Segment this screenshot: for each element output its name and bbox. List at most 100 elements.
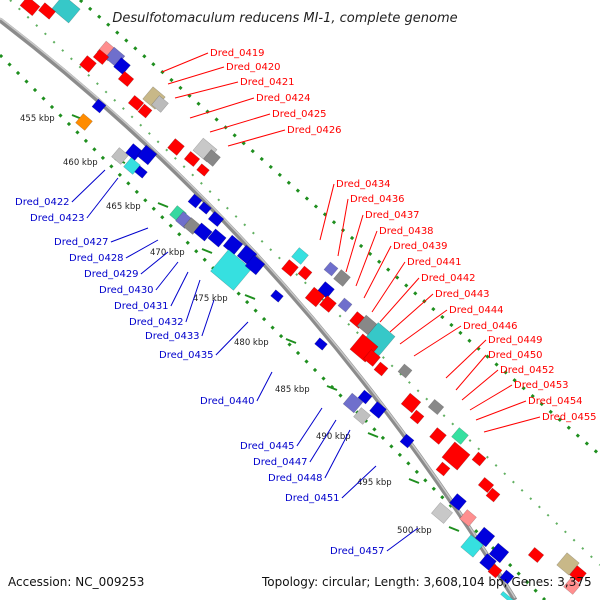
forward-gene-label[interactable]: Dred_0443 [435, 289, 490, 300]
forward-gene-label[interactable]: Dred_0452 [500, 365, 555, 376]
gene-glyph[interactable] [369, 401, 387, 419]
reverse-gene-label[interactable]: Dred_0423 [30, 213, 85, 224]
gene-glyph[interactable] [113, 57, 131, 75]
gene-glyph[interactable] [281, 259, 299, 277]
reverse-gene-label[interactable]: Dred_0427 [54, 237, 109, 248]
gene-glyph[interactable] [441, 441, 471, 471]
forward-gene-label[interactable]: Dred_0421 [240, 77, 295, 88]
forward-gene-label[interactable]: Dred_0442 [421, 273, 476, 284]
gene-glyph[interactable] [92, 48, 110, 66]
gene-glyph[interactable] [244, 254, 266, 276]
gene-glyph[interactable] [151, 95, 169, 113]
gene-glyph[interactable] [397, 363, 413, 379]
forward-gene-label[interactable]: Dred_0419 [210, 48, 265, 59]
reverse-gene-label[interactable]: Dred_0428 [69, 253, 124, 264]
forward-gene-label[interactable]: Dred_0425 [272, 109, 327, 120]
gene-glyph[interactable] [187, 193, 203, 209]
gene-glyph[interactable] [207, 228, 227, 248]
forward-gene-label[interactable]: Dred_0453 [514, 380, 569, 391]
gene-glyph[interactable] [429, 427, 447, 445]
gene-glyph[interactable] [471, 451, 487, 467]
gene-glyph[interactable] [353, 407, 371, 425]
forward-gene-label[interactable]: Dred_0437 [365, 210, 420, 221]
reverse-gene-label[interactable]: Dred_0451 [285, 493, 340, 504]
gene-glyph[interactable] [117, 70, 135, 88]
gene-glyph[interactable] [91, 98, 107, 114]
gene-glyph[interactable] [449, 493, 467, 511]
reverse-gene-label[interactable]: Dred_0432 [129, 317, 184, 328]
gene-glyph[interactable] [137, 103, 153, 119]
gene-glyph[interactable] [270, 289, 284, 303]
gene-glyph[interactable] [19, 0, 41, 17]
gene-glyph[interactable] [291, 247, 309, 265]
gene-glyph[interactable] [479, 553, 497, 571]
reverse-gene-label[interactable]: Dred_0447 [253, 457, 308, 468]
gene-glyph[interactable] [203, 149, 221, 167]
reverse-gene-label[interactable]: Dred_0448 [268, 473, 323, 484]
gene-glyph[interactable] [210, 249, 252, 291]
gene-glyph[interactable] [373, 361, 389, 377]
gene-glyph[interactable] [319, 295, 337, 313]
gene-glyph[interactable] [304, 286, 326, 308]
gene-glyph[interactable] [485, 487, 501, 503]
gene-glyph[interactable] [556, 552, 580, 576]
reverse-gene-label[interactable]: Dred_0431 [114, 301, 169, 312]
forward-gene-label[interactable]: Dred_0424 [256, 93, 311, 104]
gene-glyph[interactable] [79, 55, 97, 73]
gene-glyph[interactable] [477, 476, 495, 494]
gene-glyph[interactable] [111, 147, 129, 165]
reverse-gene-label[interactable]: Dred_0422 [15, 197, 70, 208]
gene-glyph[interactable] [459, 509, 477, 527]
gene-glyph[interactable] [488, 542, 510, 564]
reverse-gene-label[interactable]: Dred_0440 [200, 396, 255, 407]
gene-glyph[interactable] [342, 392, 364, 414]
gene-glyph[interactable] [399, 433, 415, 449]
forward-gene-label[interactable]: Dred_0450 [488, 350, 543, 361]
forward-gene-label[interactable]: Dred_0434 [336, 179, 391, 190]
forward-gene-label[interactable]: Dred_0446 [463, 321, 518, 332]
reverse-gene-label[interactable]: Dred_0433 [145, 331, 200, 342]
reverse-gene-label[interactable]: Dred_0445 [240, 441, 295, 452]
gene-glyph[interactable] [167, 138, 185, 156]
gene-glyph[interactable] [75, 113, 93, 131]
gene-glyph[interactable] [499, 569, 515, 585]
gene-glyph[interactable] [363, 349, 381, 367]
gene-glyph[interactable] [435, 461, 451, 477]
gene-glyph[interactable] [297, 265, 313, 281]
reverse-gene-label[interactable]: Dred_0429 [84, 269, 139, 280]
gene-glyph[interactable] [207, 210, 225, 228]
forward-gene-label[interactable]: Dred_0439 [393, 241, 448, 252]
gene-glyph[interactable] [451, 427, 469, 445]
forward-gene-label[interactable]: Dred_0436 [350, 194, 405, 205]
gene-glyph[interactable] [357, 389, 373, 405]
forward-gene-label[interactable]: Dred_0454 [528, 396, 583, 407]
gene-glyph[interactable] [460, 534, 484, 558]
gene-glyph[interactable] [134, 165, 148, 179]
gene-glyph[interactable] [563, 577, 581, 595]
gene-glyph[interactable] [487, 563, 503, 579]
forward-gene-label[interactable]: Dred_0444 [449, 305, 504, 316]
gene-glyph[interactable] [193, 222, 213, 242]
gene-glyph[interactable] [183, 150, 201, 168]
gene-glyph[interactable] [314, 337, 328, 351]
gene-glyph[interactable] [38, 2, 56, 20]
forward-gene-label[interactable]: Dred_0420 [226, 62, 281, 73]
gene-glyph[interactable] [527, 546, 545, 564]
gene-glyph[interactable] [136, 144, 158, 166]
gene-glyph[interactable] [409, 409, 425, 425]
forward-gene-label[interactable]: Dred_0426 [287, 125, 342, 136]
gene-glyph[interactable] [337, 297, 353, 313]
gene-glyph[interactable] [400, 392, 422, 414]
gene-glyph[interactable] [198, 201, 212, 215]
gene-glyph[interactable] [323, 261, 339, 277]
gene-glyph[interactable] [127, 94, 145, 112]
forward-gene-label[interactable]: Dred_0441 [407, 257, 462, 268]
gene-glyph[interactable] [431, 502, 453, 524]
gene-glyph[interactable] [333, 269, 351, 287]
forward-gene-label[interactable]: Dred_0438 [379, 226, 434, 237]
reverse-gene-label[interactable]: Dred_0435 [159, 350, 214, 361]
gene-glyph[interactable] [569, 565, 587, 583]
gene-glyph[interactable] [474, 526, 496, 548]
reverse-gene-label[interactable]: Dred_0457 [330, 546, 385, 557]
gene-glyph[interactable] [196, 163, 210, 177]
